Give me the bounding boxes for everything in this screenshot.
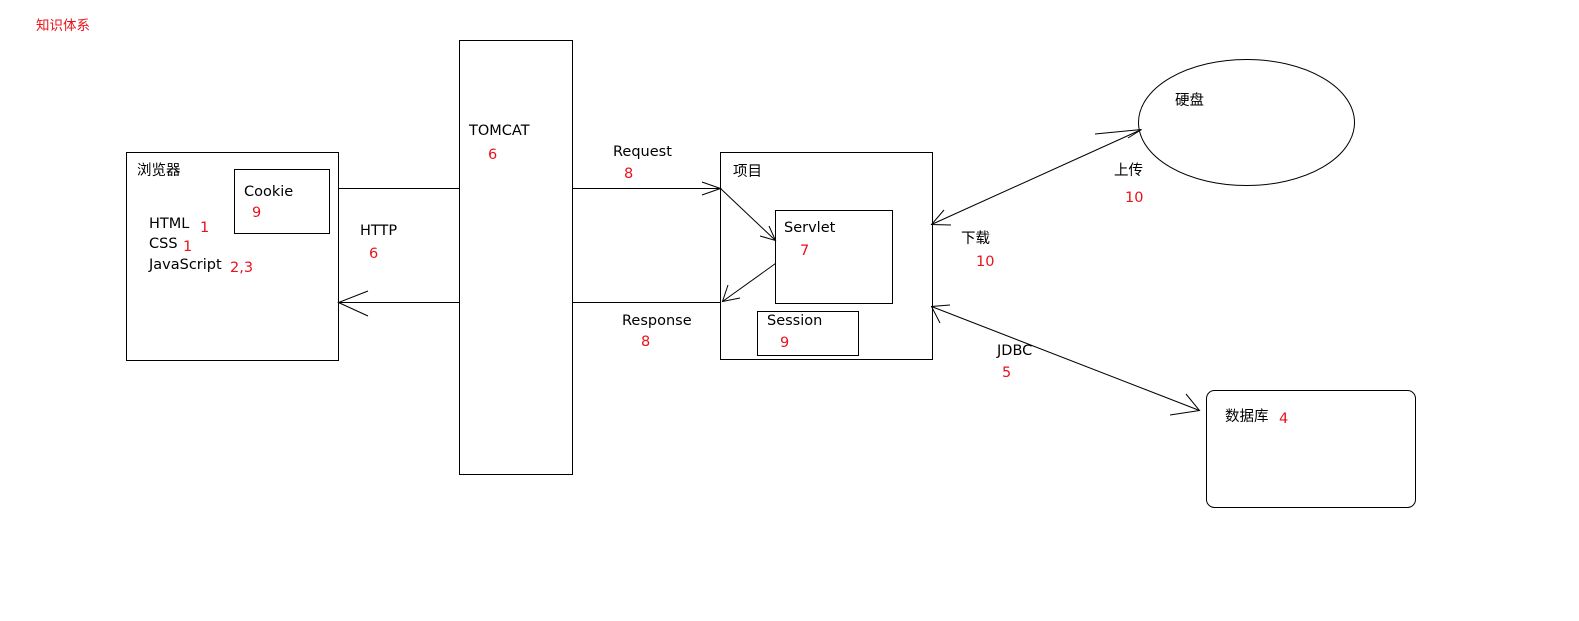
- tomcat-num: 6: [488, 147, 498, 163]
- project-db-line: [931, 306, 1200, 411]
- browser-label: 浏览器: [137, 163, 181, 179]
- browser-box: [126, 152, 339, 361]
- database-num: 4: [1279, 411, 1289, 427]
- servlet-num: 7: [800, 243, 810, 259]
- response-label: Response: [622, 313, 692, 329]
- tomcat-label: TOMCAT: [469, 123, 530, 139]
- project-disk-line: [931, 129, 1142, 225]
- project-box: [720, 152, 933, 360]
- db-arrowhead: [1169, 393, 1201, 416]
- request-servlet-line: [720, 188, 776, 241]
- disk-label: 硬盘: [1175, 93, 1204, 109]
- request-num: 8: [624, 166, 634, 182]
- servlet-label: Servlet: [784, 220, 836, 236]
- download-label: 下载: [961, 231, 990, 247]
- session-num: 9: [780, 335, 790, 351]
- upload-num: 10: [1125, 190, 1144, 206]
- request-label: Request: [613, 144, 672, 160]
- servlet-response-line: [722, 263, 776, 302]
- tech-html-label: HTML: [149, 216, 190, 232]
- download-num: 10: [976, 254, 995, 270]
- project-label: 项目: [733, 164, 762, 180]
- tech-css-num: 1: [183, 239, 193, 255]
- http-num: 6: [369, 246, 379, 262]
- tech-javascript-num: 2,3: [230, 260, 254, 276]
- tomcat-box: [459, 40, 573, 475]
- session-box: [757, 311, 859, 356]
- cookie-label: Cookie: [244, 184, 294, 200]
- upload-label: 上传: [1114, 163, 1143, 179]
- http-label: HTTP: [360, 223, 398, 239]
- tomcat-browser-arrowhead: [337, 290, 369, 317]
- project-upper-arrowhead: [930, 209, 952, 226]
- diagram-title: 知识体系: [36, 18, 90, 34]
- servlet-response-arrowhead: [721, 284, 741, 303]
- tech-css-label: CSS: [149, 236, 178, 252]
- response-num: 8: [641, 334, 651, 350]
- tech-javascript-label: JavaScript: [149, 257, 222, 273]
- request-servlet-arrowhead: [759, 225, 777, 242]
- jdbc-num: 5: [1002, 365, 1012, 381]
- session-label: Session: [767, 313, 823, 329]
- project-lower-arrowhead: [930, 304, 951, 324]
- disk-arrowhead: [1094, 129, 1142, 139]
- database-box: [1206, 390, 1416, 508]
- cookie-box: [234, 169, 330, 234]
- servlet-box: [775, 210, 893, 304]
- database-label: 数据库: [1225, 409, 1269, 425]
- disk-ellipse: [1138, 59, 1355, 186]
- cookie-num: 9: [252, 205, 262, 221]
- jdbc-label: JDBC: [997, 343, 1033, 359]
- tech-html-num: 1: [200, 220, 210, 236]
